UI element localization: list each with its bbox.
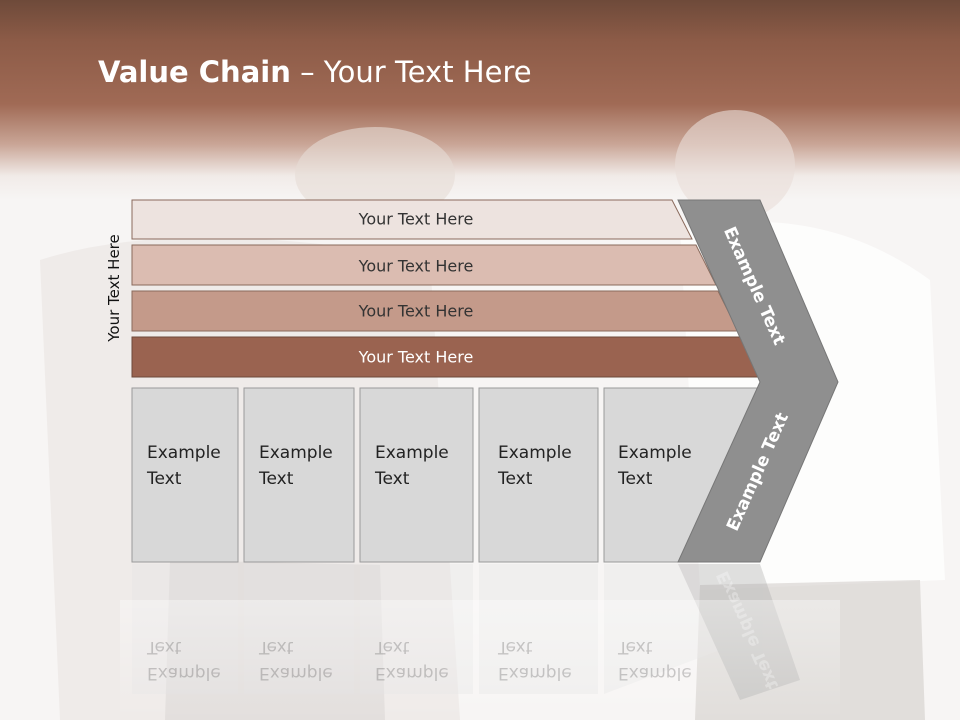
title-rest: – Your Text Here xyxy=(290,55,532,89)
box-1-reflection-line1: Example xyxy=(147,663,221,683)
box-1-reflection-line2: Text xyxy=(147,637,182,657)
box-2-line2: Text xyxy=(259,469,294,489)
title-bold: Value Chain xyxy=(98,55,291,89)
box-3-reflection: Example Text xyxy=(375,634,449,686)
box-2-reflection: Example Text xyxy=(259,634,333,686)
box-1-reflection: Example Text xyxy=(147,634,221,686)
box-4 xyxy=(478,387,599,563)
box-5-line1: Example xyxy=(618,443,692,463)
box-4-line2: Text xyxy=(498,469,533,489)
band-3-label: Your Text Here xyxy=(358,301,474,321)
box-4-reflection: Example Text xyxy=(498,634,572,686)
box-5-reflection: Example Text xyxy=(618,634,692,686)
slide-title: Value Chain – Your Text Here xyxy=(98,55,532,89)
box-2-line1: Example xyxy=(259,443,333,463)
box-3 xyxy=(359,387,474,563)
box-4-line1: Example xyxy=(498,443,572,463)
box-3-reflection-line1: Example xyxy=(375,663,449,683)
box-4-reflection-line1: Example xyxy=(498,663,572,683)
box-3-line2: Text xyxy=(375,469,410,489)
box-2 xyxy=(243,387,355,563)
band-1 xyxy=(131,199,693,240)
box-5-line2: Text xyxy=(618,469,653,489)
band-1-label: Your Text Here xyxy=(358,209,474,229)
band-2-label: Your Text Here xyxy=(358,256,474,276)
box-1-line2: Text xyxy=(147,469,182,489)
box-2-reflection-line2: Text xyxy=(259,637,294,657)
box-3-line1: Example xyxy=(375,443,449,463)
band-4-label: Your Text Here xyxy=(358,347,474,367)
box-4-reflection-line2: Text xyxy=(498,637,533,657)
chevron-arrow xyxy=(677,199,839,563)
box-2-reflection-line1: Example xyxy=(259,663,333,683)
box-3-reflection-line2: Text xyxy=(375,637,410,657)
box-1-line1: Example xyxy=(147,443,221,463)
box-1 xyxy=(131,387,239,563)
header-band xyxy=(0,0,960,200)
box-5-reflection-line1: Example xyxy=(618,663,692,683)
box-5-reflection-line2: Text xyxy=(618,637,653,657)
